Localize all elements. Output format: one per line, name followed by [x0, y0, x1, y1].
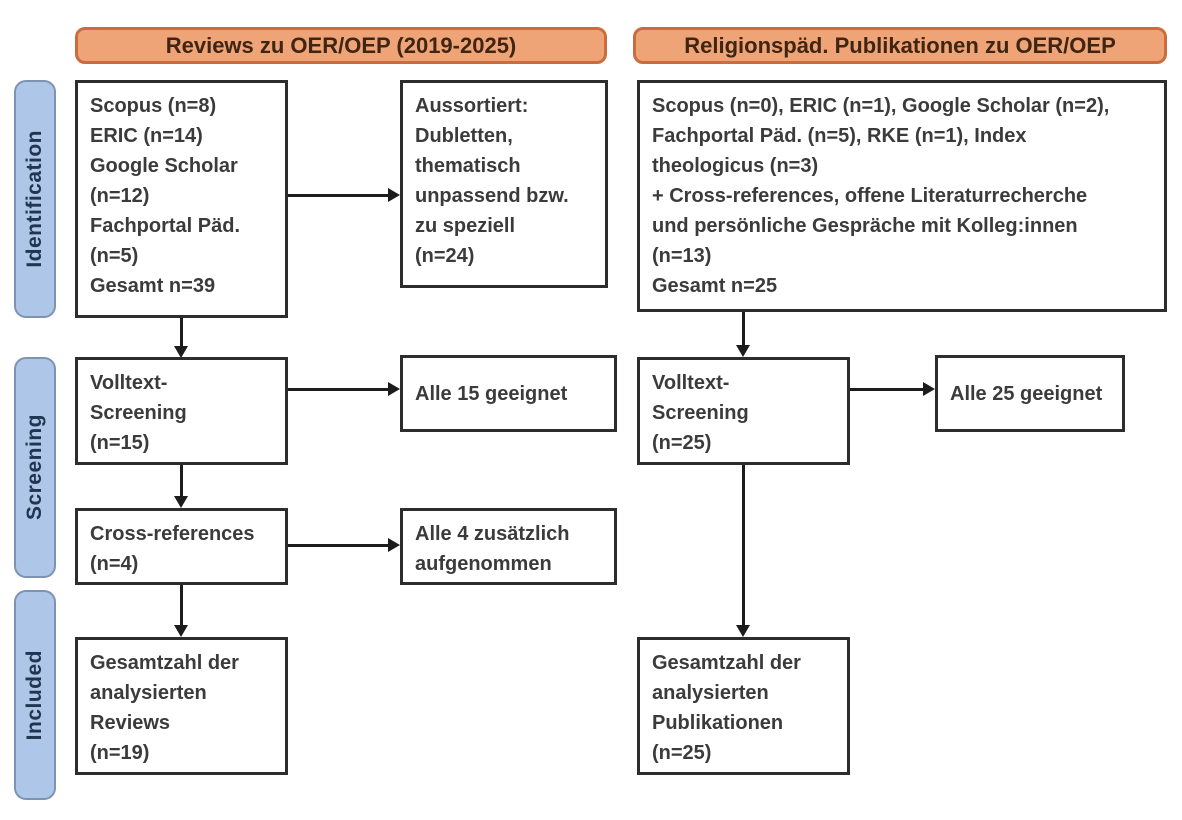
- arrowhead-down-icon: [174, 625, 188, 637]
- arrowhead-down-icon: [174, 346, 188, 358]
- box-left-fulltext-screening: Volltext- Screening (n=15): [75, 357, 288, 465]
- arrowhead-right-icon: [923, 382, 935, 396]
- box-text-line: (n=12): [90, 185, 150, 207]
- box-text-line: ERIC (n=14): [90, 125, 203, 147]
- box-right-identification-sources: Scopus (n=0), ERIC (n=1), Google Scholar…: [637, 80, 1167, 312]
- arrow-line: [288, 194, 388, 197]
- stage-label-screening-text: Screening: [23, 414, 46, 521]
- stage-label-included-text: Included: [23, 649, 46, 741]
- box-text-line: unpassend bzw.: [415, 185, 569, 207]
- stage-label-identification-text: Identification: [23, 130, 46, 268]
- arrowhead-right-icon: [388, 188, 400, 202]
- arrowhead-right-icon: [388, 382, 400, 396]
- box-text-line: (n=19): [90, 742, 150, 764]
- box-text-line: Volltext-: [652, 372, 730, 394]
- box-text-line: zu speziell: [415, 215, 516, 237]
- arrow-line: [180, 465, 183, 496]
- stage-label-screening: Screening: [14, 357, 56, 578]
- stage-label-identification: Identification: [14, 80, 56, 318]
- box-text-line: Gesamtzahl der: [90, 652, 239, 674]
- arrow-line: [742, 312, 745, 345]
- box-text-line: Scopus (n=0), ERIC (n=1), Google Scholar…: [652, 95, 1110, 117]
- box-text-line: Reviews: [90, 712, 171, 734]
- arrow-line: [850, 388, 923, 391]
- box-text-line: (n=13): [652, 245, 712, 267]
- arrowhead-down-icon: [736, 625, 750, 637]
- box-text-line: Gesamt n=39: [90, 275, 216, 297]
- column-header-religionspaed: Religionspäd. Publikationen zu OER/OEP: [633, 27, 1167, 64]
- box-text-line: (n=15): [90, 432, 150, 454]
- box-text-line: theologicus (n=3): [652, 155, 819, 177]
- box-text-line: aufgenommen: [415, 553, 552, 575]
- box-text-line: (n=24): [415, 245, 475, 267]
- arrow-line: [742, 465, 745, 625]
- box-text-line: (n=4): [90, 553, 139, 575]
- box-text-line: Fachportal Päd. (n=5), RKE (n=1), Index: [652, 125, 1027, 147]
- box-text-line: analysierten: [652, 682, 769, 704]
- box-text-line: Screening: [652, 402, 749, 424]
- box-text-line: Aussortiert:: [415, 95, 529, 117]
- box-left-crossreferences: Cross-references (n=4): [75, 508, 288, 585]
- box-text-line: Gesamt n=25: [652, 275, 778, 297]
- box-right-eligible: Alle 25 geeignet: [935, 355, 1125, 432]
- box-text-line: und persönliche Gespräche mit Kolleg:inn…: [652, 215, 1078, 237]
- stage-label-included: Included: [14, 590, 56, 800]
- box-text-line: (n=5): [90, 245, 139, 267]
- box-text-line: Screening: [90, 402, 187, 424]
- box-text-line: (n=25): [652, 742, 712, 764]
- box-text-line: Alle 4 zusätzlich: [415, 523, 570, 545]
- arrowhead-down-icon: [174, 496, 188, 508]
- arrow-line: [180, 585, 183, 625]
- box-text-line: + Cross-references, offene Literaturrech…: [652, 185, 1088, 207]
- box-text-line: thematisch: [415, 155, 521, 177]
- box-text-line: Alle 25 geeignet: [950, 382, 1103, 405]
- box-right-fulltext-screening: Volltext- Screening (n=25): [637, 357, 850, 465]
- box-left-eligible: Alle 15 geeignet: [400, 355, 617, 432]
- box-text-line: Gesamtzahl der: [652, 652, 801, 674]
- arrow-line: [180, 318, 183, 346]
- box-text-line: Google Scholar: [90, 155, 238, 177]
- box-left-added: Alle 4 zusätzlich aufgenommen: [400, 508, 617, 585]
- arrowhead-down-icon: [736, 345, 750, 357]
- box-text-line: (n=25): [652, 432, 712, 454]
- box-text-line: Alle 15 geeignet: [415, 382, 568, 405]
- box-text-line: Scopus (n=8): [90, 95, 217, 117]
- box-text-line: analysierten: [90, 682, 207, 704]
- box-text-line: Fachportal Päd.: [90, 215, 241, 237]
- box-left-identification-sources: Scopus (n=8) ERIC (n=14) Google Scholar (n=…: [75, 80, 288, 318]
- arrow-line: [288, 544, 388, 547]
- column-header-reviews: Reviews zu OER/OEP (2019-2025): [75, 27, 607, 64]
- box-text-line: Cross-references: [90, 523, 255, 545]
- box-text-line: Volltext-: [90, 372, 168, 394]
- arrow-line: [288, 388, 388, 391]
- column-header-reviews-label: Reviews zu OER/OEP (2019-2025): [165, 32, 517, 58]
- box-text-line: Dubletten,: [415, 125, 513, 147]
- column-header-religionspaed-label: Religionspäd. Publikationen zu OER/OEP: [684, 32, 1116, 58]
- box-text-line: Publikationen: [652, 712, 784, 734]
- arrowhead-right-icon: [388, 538, 400, 552]
- box-left-excluded: Aussortiert: Dubletten, thematisch unpassen…: [400, 80, 608, 288]
